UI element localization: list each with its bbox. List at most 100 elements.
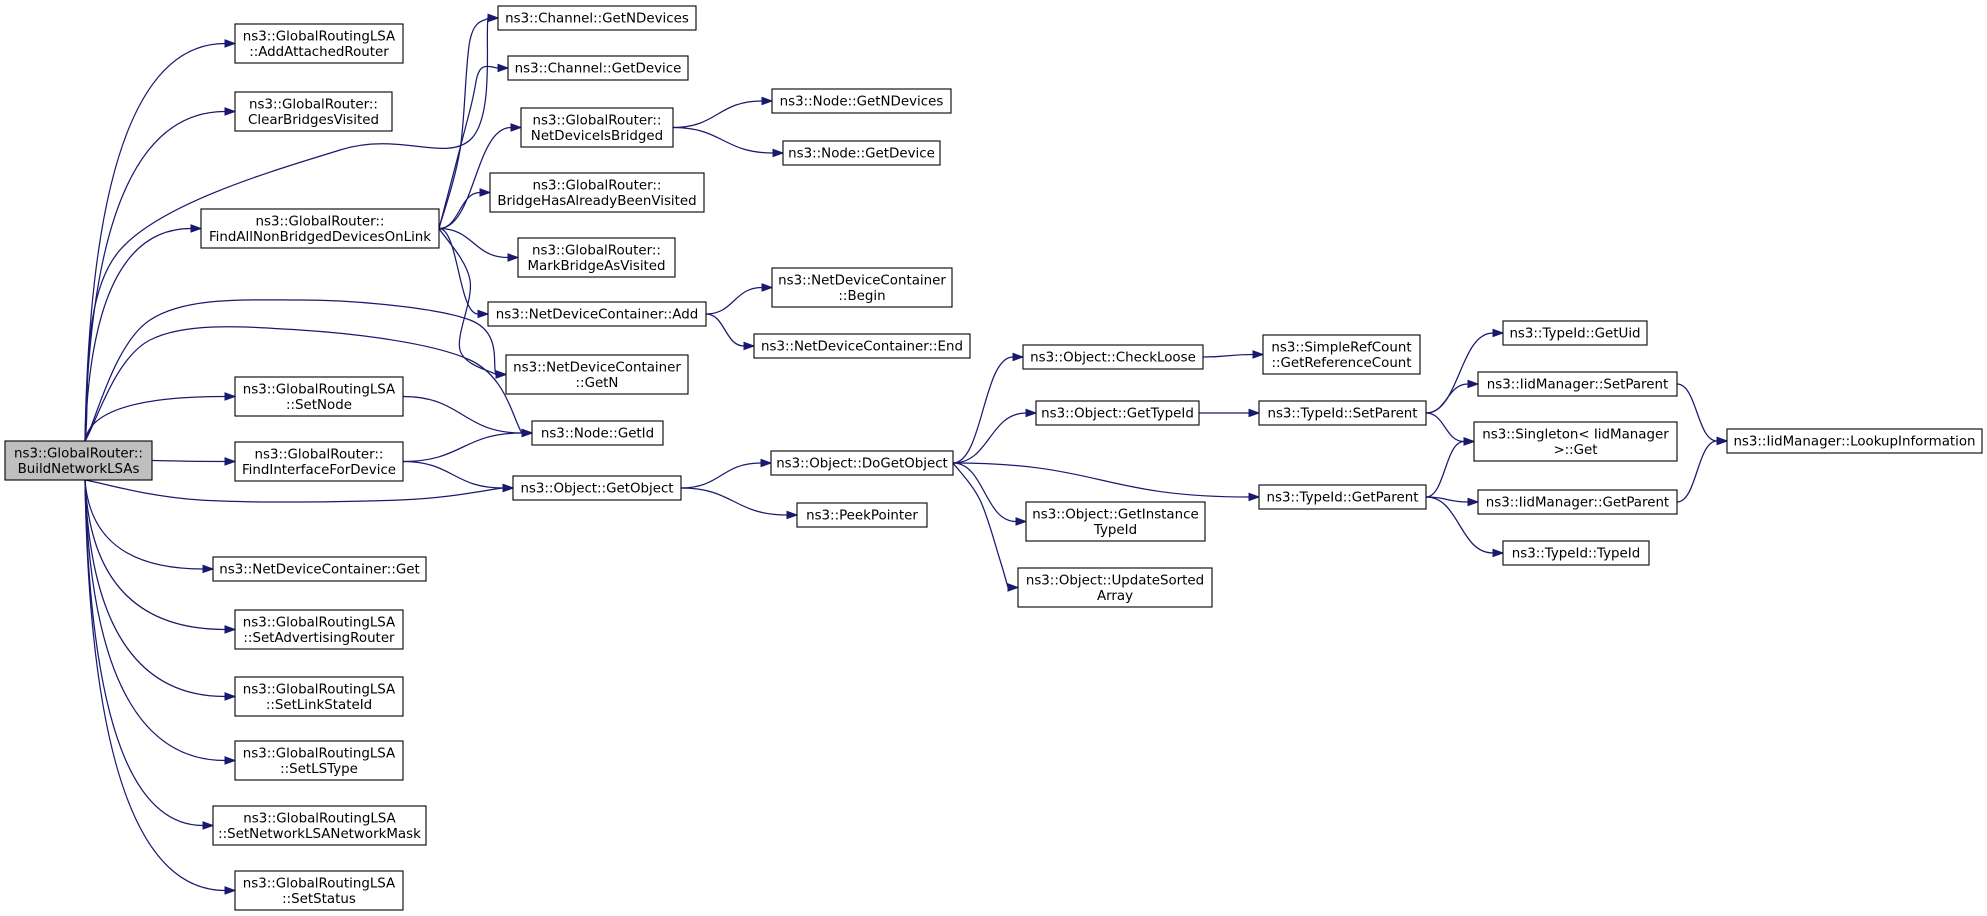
node-label: ns3::TypeId::GetParent bbox=[1267, 491, 1419, 506]
edge-arrowhead bbox=[224, 692, 237, 701]
edge-arrowhead bbox=[224, 392, 237, 401]
node-ch-get-ndevices[interactable]: ns3::Channel::GetNDevices bbox=[497, 5, 697, 31]
node-ndc-add[interactable]: ns3::NetDeviceContainer::Add bbox=[487, 301, 707, 327]
edge-arrowhead bbox=[202, 564, 215, 574]
edge-line bbox=[1425, 496, 1494, 554]
edge-net-dev-is-bridged-to-node-get-ndevices bbox=[672, 96, 774, 129]
node-box bbox=[782, 140, 941, 166]
edge-arrowhead bbox=[1025, 408, 1038, 418]
node-check-loose[interactable]: ns3::Object::CheckLoose bbox=[1022, 344, 1204, 370]
node-box bbox=[1258, 484, 1427, 510]
edge-arrowhead bbox=[224, 756, 237, 765]
edge-root-to-add-attached-router bbox=[84, 39, 237, 442]
edge-line bbox=[84, 110, 226, 442]
node-type-id-ctor[interactable]: ns3::TypeId::TypeId bbox=[1502, 540, 1650, 566]
node-label: ns3::Object::GetInstance bbox=[1032, 507, 1198, 522]
node-set-adv-router[interactable]: ns3::GlobalRoutingLSA::SetAdvertisingRou… bbox=[234, 609, 404, 650]
node-label: ns3::Object::GetTypeId bbox=[1041, 407, 1194, 422]
node-obj-get-type-id[interactable]: ns3::Object::GetTypeId bbox=[1035, 400, 1200, 426]
node-box bbox=[771, 267, 953, 308]
edge-obj-get-object-to-do-get-object bbox=[680, 458, 773, 489]
call-graph-nodes: ns3::GlobalRouter::BuildNetworkLSAsns3::… bbox=[4, 5, 1983, 911]
node-label: ns3::GlobalRoutingLSA bbox=[243, 682, 396, 697]
edge-arrowhead bbox=[1716, 436, 1729, 446]
node-set-node[interactable]: ns3::GlobalRoutingLSA::SetNode bbox=[234, 376, 404, 417]
edge-root-to-set-link-state-id bbox=[84, 479, 237, 701]
node-find-all-non-bridged[interactable]: ns3::GlobalRouter::FindAllNonBridgedDevi… bbox=[200, 208, 440, 249]
node-ndc-get-n[interactable]: ns3::NetDeviceContainer::GetN bbox=[505, 354, 689, 395]
edge-line bbox=[680, 487, 788, 516]
node-label: ns3::IidManager::SetParent bbox=[1487, 378, 1669, 393]
node-ch-get-device[interactable]: ns3::Channel::GetDevice bbox=[507, 55, 689, 81]
node-do-get-object[interactable]: ns3::Object::DoGetObject bbox=[770, 450, 954, 476]
node-set-net-mask[interactable]: ns3::GlobalRoutingLSA::SetNetworkLSANetw… bbox=[212, 805, 427, 846]
node-node-get-id[interactable]: ns3::Node::GetId bbox=[531, 420, 664, 446]
node-peek-pointer[interactable]: ns3::PeekPointer bbox=[796, 502, 928, 528]
edge-arrowhead bbox=[1467, 497, 1480, 507]
edge-line bbox=[438, 17, 489, 229]
node-bridge-visited[interactable]: ns3::GlobalRouter::BridgeHasAlreadyBeenV… bbox=[489, 172, 705, 213]
node-box bbox=[512, 475, 682, 501]
edge-do-get-object-to-type-get-parent bbox=[952, 462, 1261, 502]
node-label: ns3::IidManager::LookupInformation bbox=[1733, 435, 1975, 450]
node-net-dev-is-bridged[interactable]: ns3::GlobalRouter::NetDeviceIsBridged bbox=[520, 107, 674, 148]
edge-ndc-add-to-ndc-begin bbox=[705, 283, 774, 315]
edge-arrowhead bbox=[1492, 548, 1505, 558]
node-type-get-parent[interactable]: ns3::TypeId::GetParent bbox=[1258, 484, 1427, 510]
node-ndc-begin[interactable]: ns3::NetDeviceContainer::Begin bbox=[771, 267, 953, 308]
node-box bbox=[234, 376, 404, 417]
node-set-lstype[interactable]: ns3::GlobalRoutingLSA::SetLSType bbox=[234, 740, 404, 781]
edge-line bbox=[84, 17, 489, 442]
node-type-get-uid[interactable]: ns3::TypeId::GetUid bbox=[1502, 320, 1648, 346]
node-box bbox=[770, 450, 954, 476]
node-ndc-end[interactable]: ns3::NetDeviceContainer::End bbox=[753, 333, 971, 359]
node-node-get-ndevices[interactable]: ns3::Node::GetNDevices bbox=[771, 88, 952, 114]
node-set-link-state-id[interactable]: ns3::GlobalRoutingLSA::SetLinkStateId bbox=[234, 676, 404, 717]
node-iid-get-parent[interactable]: ns3::IidManager::GetParent bbox=[1477, 489, 1678, 515]
node-clear-bridges[interactable]: ns3::GlobalRouter::ClearBridgesVisited bbox=[234, 91, 393, 132]
node-box bbox=[1502, 540, 1650, 566]
edge-line bbox=[438, 227, 479, 315]
node-box bbox=[234, 23, 404, 64]
edge-line bbox=[84, 227, 192, 442]
node-label: >::Get bbox=[1553, 443, 1597, 458]
edge-arrowhead bbox=[761, 96, 774, 106]
edge-find-all-non-bridged-to-bridge-visited bbox=[438, 188, 492, 230]
node-find-interface[interactable]: ns3::GlobalRouter::FindInterfaceForDevic… bbox=[234, 441, 404, 482]
node-set-status[interactable]: ns3::GlobalRoutingLSA::SetStatus bbox=[234, 870, 404, 911]
edge-line bbox=[84, 479, 204, 570]
node-add-attached-router[interactable]: ns3::GlobalRoutingLSA::AddAttachedRouter bbox=[234, 23, 404, 64]
edge-arrowhead bbox=[772, 148, 785, 158]
node-label: ::SetLSType bbox=[280, 762, 358, 777]
edge-line bbox=[952, 462, 1250, 498]
edge-root-to-set-node bbox=[84, 392, 237, 442]
node-root[interactable]: ns3::GlobalRouter::BuildNetworkLSAs bbox=[4, 440, 153, 481]
node-singleton-get[interactable]: ns3::Singleton< IidManager >::Get bbox=[1473, 421, 1678, 462]
edge-line bbox=[952, 462, 1009, 588]
node-box bbox=[1035, 400, 1200, 426]
node-type-set-parent[interactable]: ns3::TypeId::SetParent bbox=[1258, 400, 1427, 426]
node-label: ::AddAttachedRouter bbox=[249, 45, 389, 60]
node-get-ref-count[interactable]: ns3::SimpleRefCount::GetReferenceCount bbox=[1262, 334, 1421, 375]
edge-line bbox=[84, 479, 204, 827]
node-node-get-device[interactable]: ns3::Node::GetDevice bbox=[782, 140, 941, 166]
node-iid-set-parent[interactable]: ns3::IidManager::SetParent bbox=[1477, 371, 1678, 397]
node-box bbox=[212, 556, 427, 582]
node-obj-get-object[interactable]: ns3::Object::GetObject bbox=[512, 475, 682, 501]
edge-line bbox=[438, 65, 499, 229]
node-mark-bridge[interactable]: ns3::GlobalRouter::MarkBridgeAsVisited bbox=[517, 237, 676, 278]
edge-do-get-object-to-check-loose bbox=[952, 352, 1025, 464]
node-lookup-info[interactable]: ns3::IidManager::LookupInformation bbox=[1726, 428, 1983, 454]
edge-line bbox=[952, 462, 1017, 523]
node-ndc-get[interactable]: ns3::NetDeviceContainer::Get bbox=[212, 556, 427, 582]
node-box bbox=[531, 420, 664, 446]
node-label: ::GetN bbox=[576, 376, 619, 391]
edge-arrowhead bbox=[761, 283, 774, 292]
edge-line bbox=[402, 432, 523, 463]
edge-arrowhead bbox=[202, 821, 215, 830]
edge-arrowhead bbox=[1492, 328, 1505, 338]
edge-line bbox=[1676, 383, 1718, 442]
